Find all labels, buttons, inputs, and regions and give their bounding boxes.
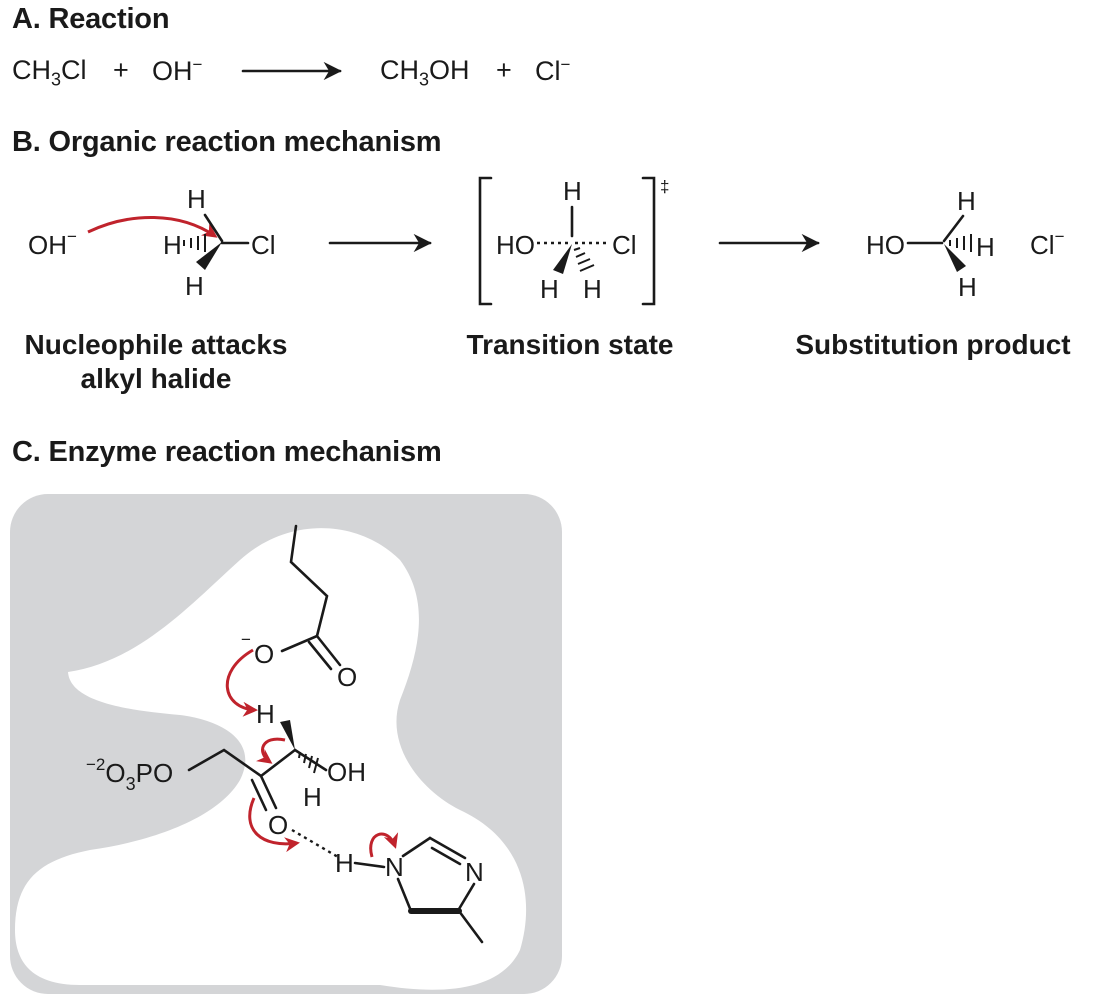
ts-ho: HO [496, 230, 535, 260]
reactant-hydroxide: OH− [152, 55, 202, 87]
substrate-wedge-bond [196, 242, 222, 270]
ketone-o: O [268, 810, 288, 840]
his-bond-c2-n3-double [430, 846, 462, 866]
his-bond-n3-c4 [457, 882, 476, 911]
substrate-h-bottom: H [185, 271, 204, 301]
carboxylate-bond-o [280, 634, 319, 653]
proton-h: H [256, 699, 275, 729]
substrate-backbone [187, 748, 297, 778]
arrow-nh-to-n [369, 832, 399, 858]
product-methanol-main: CH [380, 55, 419, 85]
his-bond-methyl [457, 909, 484, 944]
product-chloride-charge: − [560, 55, 571, 74]
carbonyl-o-top: O [337, 662, 357, 692]
ts-hashed-bond [573, 247, 595, 272]
section-b-heading: B. Organic reaction mechanism [12, 126, 442, 158]
transition-state-structure: ‡ H HO Cl H H [478, 176, 669, 306]
arrow-ch-to-cc [255, 737, 286, 764]
section-c-heading: C. Enzyme reaction mechanism [12, 436, 442, 468]
caption-substitution-product: Substitution product [795, 329, 1071, 360]
substrate-wedge-h [280, 720, 295, 750]
ts-bracket-right [641, 176, 656, 306]
reactant-hydroxide-charge: − [192, 55, 203, 74]
reactant-ch3cl-main: CH [12, 55, 51, 85]
reactant-ch3cl: CH3Cl [12, 55, 87, 90]
enzyme-active-site: − O O −2O3PO H OH H O H N N [10, 494, 562, 994]
his-n1: N [385, 852, 404, 882]
ts-h-bottom-left: H [540, 274, 559, 304]
reactant-ch3cl-tail: Cl [61, 55, 87, 85]
caption-nucleophile-attack: Nucleophile attacks alkyl halide [0, 328, 312, 396]
his-bond-c2-n3 [428, 836, 467, 860]
plus-sign-1: + [113, 55, 129, 85]
his-n2: N [465, 857, 484, 887]
his-h: H [335, 848, 354, 878]
caption-nucleophile-line1: Nucleophile attacks [24, 329, 288, 360]
product-methanol-sub: 3 [419, 69, 430, 90]
reactant-hydroxide-main: OH [152, 56, 193, 86]
nucleophile-oh: OH− [28, 227, 77, 260]
caption-transition-state: Transition state [466, 329, 674, 360]
ts-dagger: ‡ [660, 177, 669, 196]
arrow-cc-to-o [248, 797, 300, 853]
section-a-heading: A. Reaction [12, 3, 170, 35]
product-h-right: H [976, 232, 995, 262]
product-ho: HO [866, 230, 905, 260]
ketone-double-2 [250, 778, 268, 812]
caption-nucleophile-line2: alkyl halide [80, 363, 232, 394]
carboxylate-charge: − [241, 630, 251, 649]
his-bond-nh [353, 861, 386, 869]
substrate-cl: Cl [251, 230, 276, 260]
nucleophile-attack-arrow [87, 216, 218, 238]
ts-bracket-left [478, 176, 493, 306]
reactant-ch3cl-sub: 3 [51, 69, 62, 90]
carboxylate-double-2 [307, 640, 333, 671]
ketone-double-1 [259, 774, 278, 810]
product-chloride-main: Cl [535, 56, 561, 86]
product-h-top: H [957, 186, 976, 216]
product-methanol: CH3OH [380, 55, 470, 90]
ts-cl: Cl [612, 230, 637, 260]
glutamate-chain [289, 524, 329, 638]
hydrogen-bond [291, 828, 339, 859]
ts-h-bottom-right: H [583, 274, 602, 304]
substrate-structure: OH− H H H Cl [28, 184, 276, 301]
substrate-bond-top [203, 213, 224, 243]
hydroxyl-oh: OH [327, 757, 366, 787]
substrate-h-left: H [163, 230, 182, 260]
product-methanol-tail: OH [429, 55, 470, 85]
phosphate-group: −2O3PO [86, 755, 173, 794]
arrow-carboxylate-to-h [225, 648, 258, 717]
carboxylate-o: O [254, 639, 274, 669]
product-wedge-bond [944, 244, 966, 272]
carboxylate-double-1 [315, 634, 342, 667]
plus-sign-2: + [496, 55, 512, 85]
ts-wedge-bond [553, 244, 572, 274]
his-bond-c5-n1 [396, 877, 413, 913]
his-bond-n1-c2 [401, 836, 432, 858]
product-structure: HO H H H Cl− [866, 186, 1065, 302]
ts-h-top: H [563, 176, 582, 206]
product-bond-top [942, 214, 965, 243]
substrate-hashed-bond [183, 234, 206, 252]
product-chloride: Cl− [535, 55, 570, 87]
product-h-bottom: H [958, 272, 977, 302]
substrate-h-top: H [187, 184, 206, 214]
product-hashed-bond [949, 234, 972, 252]
product-chloride-ion: Cl− [1030, 227, 1065, 260]
substrate-bond-oh [293, 748, 328, 772]
substrate-h-lower: H [303, 782, 322, 812]
